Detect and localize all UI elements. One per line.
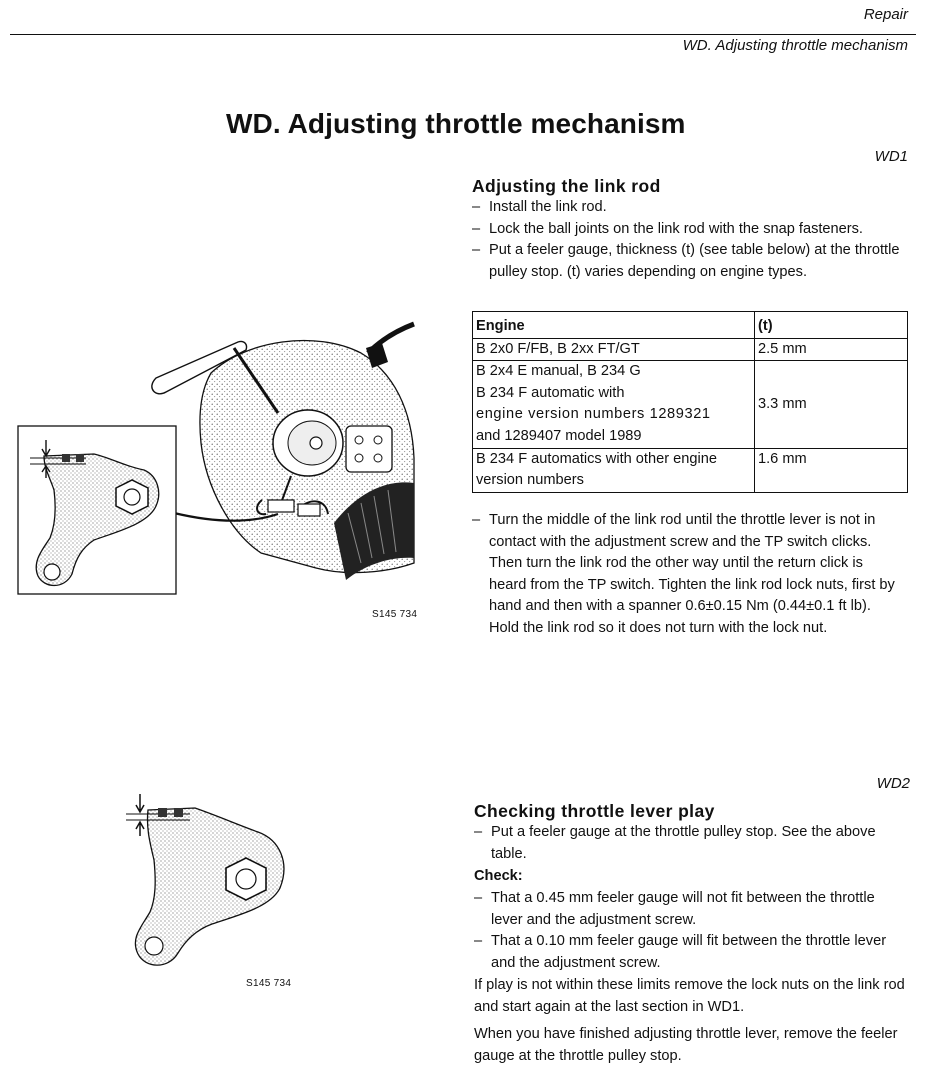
wd1-step: Put a feeler gauge, thickness (t) (see t… bbox=[472, 240, 908, 283]
feeler-thickness-table: Engine (t) B 2x0 F/FB, B 2xx FT/GT 2.5 m… bbox=[472, 311, 908, 493]
figure-label-wd1: S145 734 bbox=[372, 609, 418, 620]
check-label: Check: bbox=[474, 868, 523, 884]
wd2-note-play: If play is not within these limits remov… bbox=[474, 977, 905, 1015]
header-rule bbox=[10, 34, 916, 35]
wd1-step: Lock the ball joints on the link rod wit… bbox=[472, 219, 908, 241]
table-cell-thickness: 3.3 mm bbox=[754, 360, 908, 449]
engine-line: and 1289407 model 1989 bbox=[476, 427, 642, 444]
wd2-step-list: Put a feeler gauge at the throttle pulle… bbox=[474, 822, 894, 865]
table-header-thickness: (t) bbox=[754, 311, 908, 339]
table-header-row: Engine (t) bbox=[472, 311, 908, 339]
throttle-lever-detail-illustration bbox=[126, 794, 285, 966]
table-header-engine: Engine bbox=[472, 311, 755, 339]
wd1-step-after: Turn the middle of the link rod until th… bbox=[472, 510, 904, 640]
table-cell-engine: B 234 F automatics with other engine ver… bbox=[472, 447, 755, 493]
wd2-check-list: That a 0.45 mm feeler gauge will not fit… bbox=[474, 888, 894, 974]
wd2-check-step: That a 0.10 mm feeler gauge will fit bet… bbox=[474, 931, 894, 974]
header-section: Repair bbox=[863, 6, 908, 23]
section-code-wd1: WD1 bbox=[874, 148, 908, 165]
section-code-wd2: WD2 bbox=[876, 775, 910, 792]
engine-line: B 2x0 F/FB, B 2xx FT/GT bbox=[476, 340, 640, 357]
table-cell-engine: B 2x4 E manual, B 234 G B 234 F automati… bbox=[472, 360, 755, 449]
wd2-note-finish: When you have finished adjusting throttl… bbox=[474, 1026, 898, 1064]
table-cell-thickness: 1.6 mm bbox=[754, 447, 908, 493]
table-row: B 234 F automatics with other engine ver… bbox=[472, 447, 908, 493]
page-title: WD. Adjusting throttle mechanism bbox=[226, 108, 686, 139]
wd2-step: Put a feeler gauge at the throttle pulle… bbox=[474, 822, 894, 865]
table-row: B 2x0 F/FB, B 2xx FT/GT 2.5 mm bbox=[472, 337, 908, 362]
engine-line: B 234 F automatic with bbox=[476, 384, 625, 401]
engine-line: engine version numbers 1289321 bbox=[476, 406, 711, 423]
wd1-step-after-list: Turn the middle of the link rod until th… bbox=[472, 510, 904, 640]
header-subsection: WD. Adjusting throttle mechanism bbox=[682, 37, 908, 54]
section-title-wd2: Checking throttle lever play bbox=[474, 801, 715, 821]
table-row: B 2x4 E manual, B 234 G B 234 F automati… bbox=[472, 360, 908, 449]
wd2-check-step: That a 0.45 mm feeler gauge will not fit… bbox=[474, 888, 894, 931]
wd1-step: Install the link rod. bbox=[472, 197, 908, 219]
engine-line: B 2x4 E manual, B 234 G bbox=[476, 363, 641, 380]
engine-line: B 234 F automatics with other engine bbox=[476, 450, 717, 467]
throttle-assembly-illustration bbox=[17, 321, 415, 595]
figure-label-wd2: S145 734 bbox=[246, 978, 292, 989]
table-cell-thickness: 2.5 mm bbox=[754, 337, 908, 362]
section-title-wd1: Adjusting the link rod bbox=[472, 176, 661, 196]
engine-line: version numbers bbox=[476, 472, 584, 489]
table-cell-engine: B 2x0 F/FB, B 2xx FT/GT bbox=[472, 337, 755, 362]
wd1-step-list: Install the link rod. Lock the ball join… bbox=[472, 197, 908, 283]
